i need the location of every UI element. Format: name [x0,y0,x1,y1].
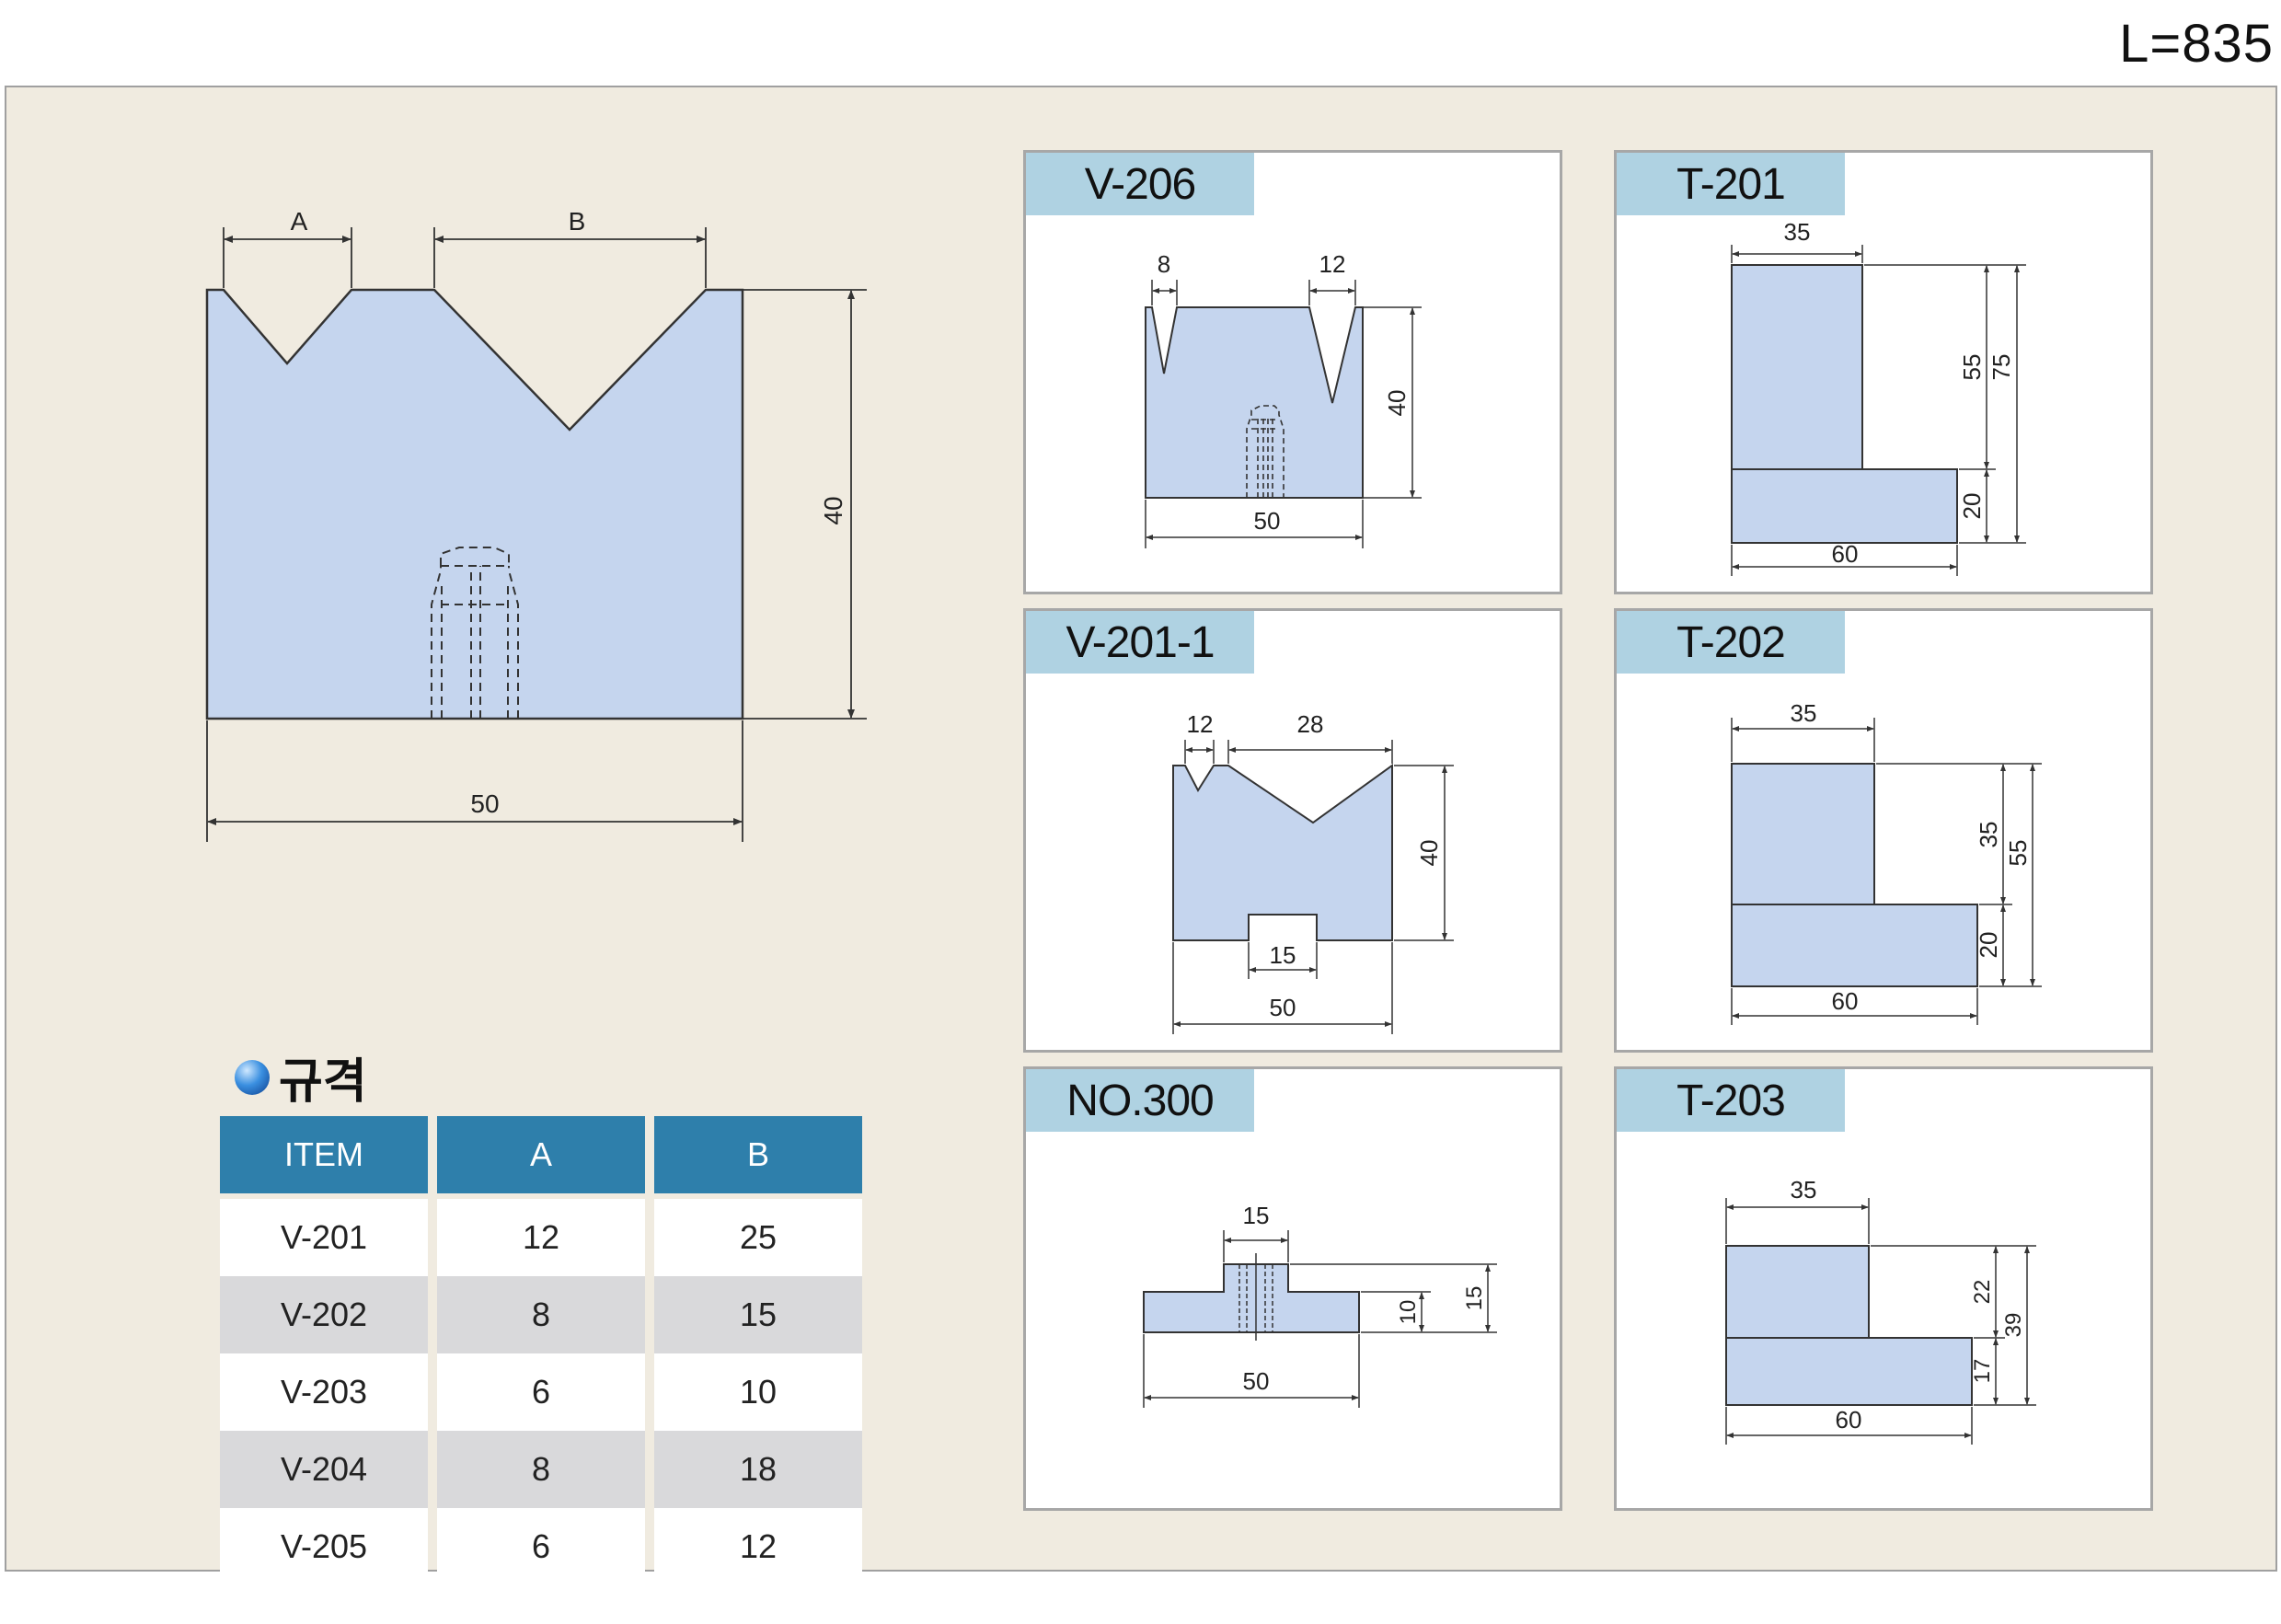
t202-upper-block [1731,763,1875,905]
v206-drawing: 8 12 40 50 [1145,250,1422,548]
t202-lower-height-label: 20 [1975,932,2002,959]
no300-top-width-label: 15 [1243,1202,1270,1229]
cell-item: V-205 [220,1508,428,1585]
panel-v206: 8 12 40 50 V-206 [1023,150,1562,594]
panel-t202-title: T-202 [1617,611,1845,674]
panel-t201-title: T-201 [1617,153,1845,215]
v206-height-label: 40 [1383,390,1411,417]
t202-bottom-width-label: 60 [1832,987,1859,1015]
drawing-sheet: A B 40 50 규격 ITEM A B V-201 12 25 V-202 … [5,86,2277,1585]
table-row: V-201 12 25 [220,1199,862,1276]
panel-v2011: 12 28 40 15 50 V-201-1 [1023,608,1562,1053]
t203-drawing: 35 22 39 17 60 [1725,1176,2036,1445]
v2011-drawing: 12 28 40 15 50 [1172,710,1454,1034]
cell-b: 12 [654,1508,862,1585]
no300-total-height-label: 15 [1462,1286,1487,1311]
col-header-b: B [654,1116,862,1199]
col-header-a: A [437,1116,645,1199]
panel-v206-title: V-206 [1026,153,1254,215]
no300-base-height-label: 10 [1396,1300,1421,1325]
t202-total-height-label: 55 [2004,840,2032,867]
dim-height-label: 40 [819,496,847,524]
cell-a: 6 [437,1353,645,1431]
t203-lower-height-label: 17 [1970,1359,1995,1384]
bullet-ball-icon [235,1059,270,1095]
v2011-body [1172,764,1393,941]
t202-upper-height-label: 35 [1975,822,2002,848]
t201-upper-block [1731,264,1863,470]
table-row: V-202 8 15 [220,1276,862,1353]
panel-t202: 35 35 55 20 60 T-202 [1614,608,2153,1053]
t201-upper-height-label: 55 [1958,354,1986,381]
v2011-right-groove-label: 28 [1297,710,1324,738]
cell-a: 8 [437,1276,645,1353]
cell-a: 8 [437,1431,645,1508]
spec-table: ITEM A B V-201 12 25 V-202 8 15 V-203 6 … [211,1116,871,1585]
cell-item: V-202 [220,1276,428,1353]
cell-b: 25 [654,1199,862,1276]
t201-lower-height-label: 20 [1958,493,1986,520]
col-header-item: ITEM [220,1116,428,1199]
v2011-slot-label: 15 [1270,941,1296,969]
main-profile-body [205,288,744,720]
no300-body [1143,1263,1360,1333]
cell-b: 18 [654,1431,862,1508]
t203-bottom-width-label: 60 [1836,1406,1862,1434]
t203-lower-block [1725,1337,1973,1406]
v206-body [1145,306,1364,499]
panel-t203-title: T-203 [1617,1069,1845,1132]
t203-top-width-label: 35 [1791,1176,1817,1204]
cell-item: V-203 [220,1353,428,1431]
spec-heading: 규격 [235,1042,367,1111]
v2011-width-label: 50 [1270,994,1296,1021]
dim-a-label: A [291,207,308,236]
cell-b: 15 [654,1276,862,1353]
table-row: V-205 6 12 [220,1508,862,1585]
cell-item: V-204 [220,1431,428,1508]
t202-top-width-label: 35 [1791,699,1817,727]
t201-lower-block [1731,468,1958,544]
t203-total-height-label: 39 [2001,1313,2026,1338]
cell-item: V-201 [220,1199,428,1276]
no300-drawing: 15 10 15 50 [1143,1202,1497,1408]
t203-upper-block [1725,1245,1870,1339]
t201-top-width-label: 35 [1784,218,1811,246]
main-hidden-lines [431,547,519,719]
spec-table-header-row: ITEM A B [220,1116,862,1199]
cell-a: 6 [437,1508,645,1585]
panel-t203: 35 22 39 17 60 T-203 [1614,1066,2153,1511]
length-label: L=835 [2119,14,2274,74]
no300-width-label: 50 [1243,1367,1270,1395]
t203-upper-height-label: 22 [1970,1280,1995,1305]
v206-left-groove-label: 8 [1158,250,1170,278]
t201-drawing: 35 55 75 20 60 [1731,218,2026,576]
main-profile-drawing: A B 40 50 [205,207,867,842]
no300-hidden-lines [1238,1264,1273,1332]
t202-lower-block [1731,904,1978,987]
t201-bottom-width-label: 60 [1832,540,1859,568]
t201-total-height-label: 75 [1987,354,2015,381]
cell-a: 12 [437,1199,645,1276]
v2011-left-groove-label: 12 [1187,710,1214,738]
panel-t201: 35 55 75 20 60 T-201 [1614,150,2153,594]
panel-no300-title: NO.300 [1026,1069,1254,1132]
v206-right-groove-label: 12 [1319,250,1346,278]
t202-drawing: 35 35 55 20 60 [1731,699,2042,1025]
panel-no300: 15 10 15 50 NO.300 [1023,1066,1562,1511]
v2011-height-label: 40 [1415,840,1443,867]
table-row: V-204 8 18 [220,1431,862,1508]
dim-b-label: B [569,207,586,236]
panel-v2011-title: V-201-1 [1026,611,1254,674]
dim-width-label: 50 [470,789,499,818]
spec-heading-text: 규격 [279,1054,367,1110]
v206-hidden-lines [1246,405,1285,498]
table-row: V-203 6 10 [220,1353,862,1431]
v206-width-label: 50 [1254,507,1281,535]
cell-b: 10 [654,1353,862,1431]
